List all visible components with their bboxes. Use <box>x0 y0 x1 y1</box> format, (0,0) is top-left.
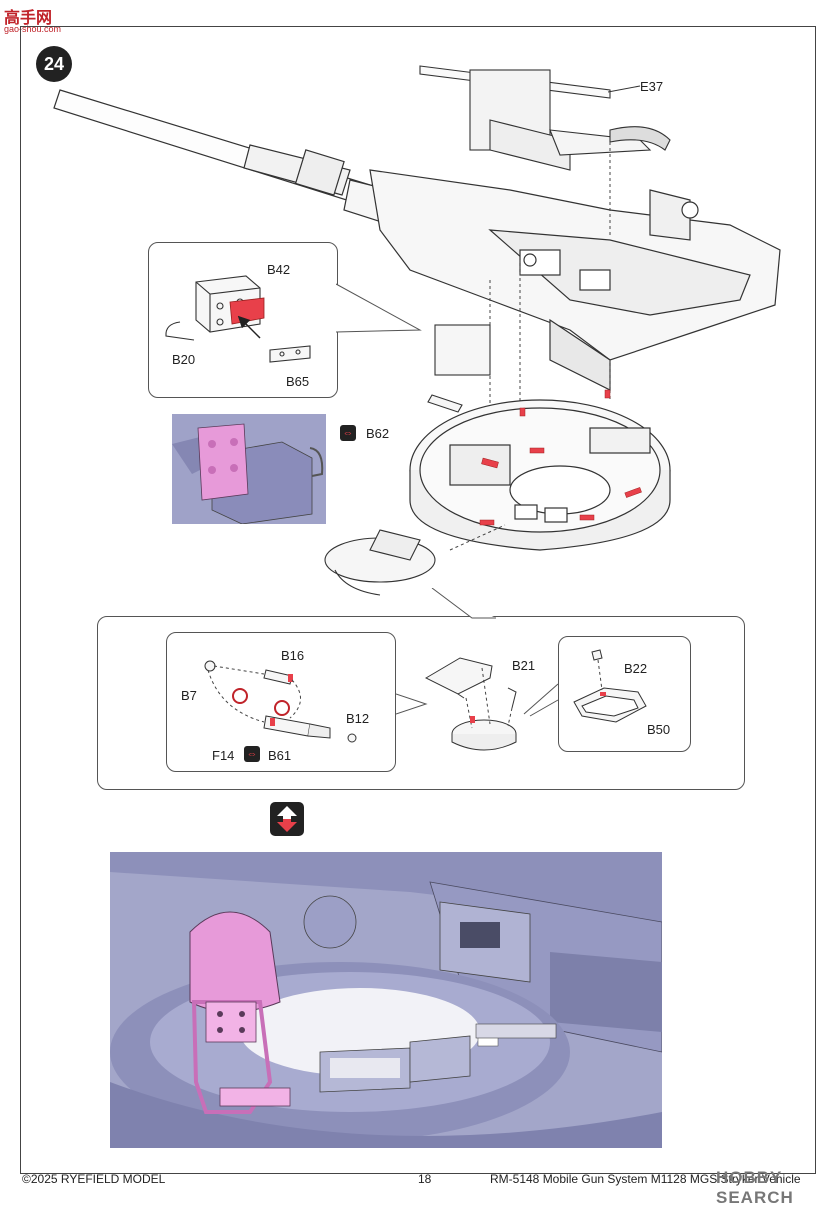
label-b50: B50 <box>647 722 671 737</box>
swap-icon: ⇔ <box>340 425 356 441</box>
label-b22: B22 <box>624 661 648 676</box>
leader-line-e37 <box>608 85 641 93</box>
bracket-render-image <box>172 414 326 524</box>
site-logo-url: gao-shou.com <box>4 24 62 34</box>
site-logo: 高手网 <box>4 10 53 27</box>
label-b16: B16 <box>281 648 305 663</box>
label-b21: B21 <box>512 658 536 673</box>
callout-pointer-hatch <box>431 588 496 619</box>
hatch-assembly-drawing <box>424 657 517 751</box>
swap-icon-f14: ⇔ <box>244 746 260 762</box>
footer-product-name: RM-5148 Mobile Gun System M1128 MGS Stry… <box>490 1172 801 1186</box>
label-b65: B65 <box>286 374 310 389</box>
warning-icon-2 <box>274 700 290 716</box>
footer-page-number: 18 <box>418 1172 432 1186</box>
callout-pointer-b50 <box>523 683 559 717</box>
label-b20: B20 <box>172 352 196 367</box>
periscope-parts-drawing <box>204 660 357 743</box>
warning-icon-1 <box>232 688 248 704</box>
label-b12: B12 <box>346 711 370 726</box>
footer-copyright: ©2025 RYEFIELD MODEL <box>22 1172 166 1186</box>
label-b61: B61 <box>268 748 292 763</box>
turret-assembly-drawing <box>53 65 781 596</box>
direction-arrows-icon <box>270 802 304 836</box>
label-e37: E37 <box>640 79 664 94</box>
callout-pointer-b42 <box>336 283 422 333</box>
turret-ring-render-image <box>110 852 662 1148</box>
watermark-hobby-search: HOBBY SEARCH <box>716 1168 794 1207</box>
callout-pointer-periscope <box>396 693 428 715</box>
b42-bracket-drawing <box>165 275 311 363</box>
page-frame <box>20 26 816 1174</box>
b50-hatch-ring-drawing <box>573 649 647 723</box>
label-f14: F14 <box>212 748 235 763</box>
label-b7: B7 <box>181 688 197 703</box>
step-number-badge: 24 <box>36 46 72 82</box>
label-b62: B62 <box>366 426 390 441</box>
label-b42: B42 <box>267 262 291 277</box>
